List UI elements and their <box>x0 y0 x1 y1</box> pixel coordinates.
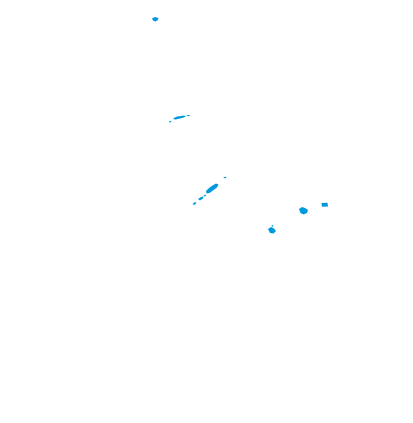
island-g <box>268 225 276 234</box>
island-group-b <box>169 115 190 123</box>
island-a <box>152 17 159 22</box>
island-e <box>299 207 308 215</box>
islet-f <box>321 202 328 207</box>
island-chain-c <box>192 183 219 205</box>
islet-d <box>223 176 227 179</box>
